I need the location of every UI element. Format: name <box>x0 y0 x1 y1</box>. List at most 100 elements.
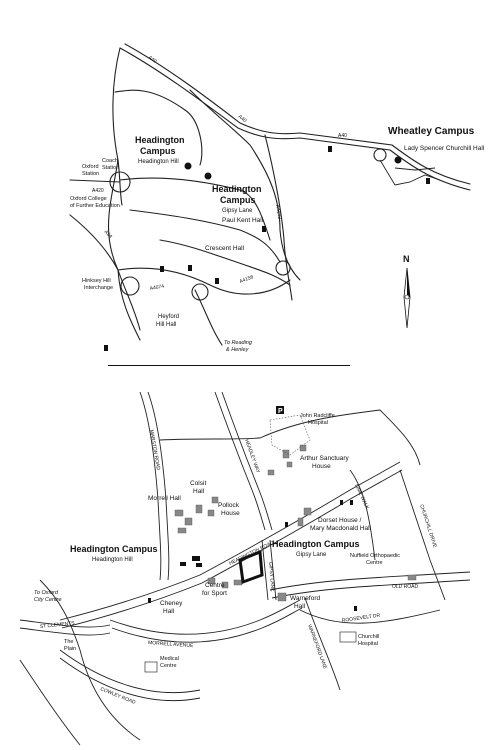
st-clements <box>19 619 111 628</box>
churchill-drive <box>399 469 446 601</box>
coach-station-label-2: Station <box>102 165 119 171</box>
gipsy-lane-marker <box>204 172 212 180</box>
cowley-link <box>117 267 291 295</box>
headley-way <box>214 391 266 531</box>
nuffield-label-2: Centre <box>366 560 383 566</box>
a34-south <box>117 269 141 341</box>
a40-ring-road <box>119 47 471 191</box>
headington-road-edge <box>61 469 403 629</box>
compass-icon: N <box>403 254 411 329</box>
dorset-label-1: Dorset House / <box>318 517 362 524</box>
compass-n-label: N <box>403 254 410 264</box>
parking-label: P <box>278 408 283 415</box>
cheney-label-2: Hall <box>163 608 175 615</box>
heyford-label-2: Hill Hall <box>156 322 176 328</box>
a40-ring-road-inner <box>124 43 471 185</box>
bus-stop-icon <box>148 598 151 603</box>
bus-stop-icon <box>340 500 343 505</box>
bus-stop-icon <box>262 226 266 232</box>
roosevelt-drive <box>299 609 441 624</box>
old-road-edge <box>271 579 471 599</box>
medical-label-2: Centre <box>160 663 177 669</box>
road-label-old-road: OLD ROAD <box>392 584 419 590</box>
plain-label-2: Plain <box>64 646 76 652</box>
morrell-avenue <box>109 599 301 635</box>
cheney-label-1: Cheney <box>160 600 183 607</box>
parking-icon <box>276 406 284 414</box>
warneford-lane <box>304 597 341 691</box>
bus-stop-icon <box>354 606 357 611</box>
rail-line <box>69 179 121 183</box>
nuffield-label-1: Nuffield Orthopaedic <box>350 553 400 559</box>
hinksey-label-1: Hinksey Hill <box>82 278 111 284</box>
gipsy-campus-label-2: Campus <box>220 195 256 205</box>
wheatley-campus-label: Wheatley Campus <box>388 126 475 137</box>
headington-campus-label-2: Campus <box>140 146 176 156</box>
bus-stop-icon <box>285 522 288 527</box>
lady-spencer-label: Lady Spencer Churchill Hall <box>404 145 485 152</box>
a4074-south <box>194 289 223 346</box>
john-radcliffe-label-2: Hospital <box>308 420 328 426</box>
gipsy-campus-label-1: Headington <box>212 184 262 194</box>
road-label-a40: A40 <box>147 55 158 65</box>
wheatley-marker <box>394 156 402 164</box>
roundabout-1 <box>109 171 131 193</box>
oxford-station-label-2: Station <box>82 171 99 177</box>
bus-stop-icon <box>160 266 164 272</box>
a4142-eastern <box>264 134 293 301</box>
cross-road-1 <box>119 177 271 241</box>
oxford-college-label-1: Oxford College <box>70 196 107 202</box>
road-label-st-clements: ST CLEMENTS <box>40 620 76 630</box>
gipsy-campus-outline <box>238 549 264 585</box>
road-label-a40: A40 <box>237 114 248 124</box>
bus-stop-icon <box>328 146 332 152</box>
buildings <box>174 444 417 602</box>
marston-road-edge <box>147 391 170 581</box>
warneford-label-2: Hall <box>294 603 306 610</box>
hinksey-label-2: Interchange <box>84 285 113 291</box>
plain-label-1: The <box>64 639 73 645</box>
road-label-lime-walk: LIME WALK <box>353 483 370 511</box>
campus-map: P John Radcliffe Hospital Arthur Sanctua… <box>19 391 471 746</box>
heyford-label-1: Heyford <box>158 314 179 320</box>
churchill-label-1: Churchill <box>358 634 379 640</box>
cowley-road-edge <box>59 657 201 702</box>
centre-sport-label-2: for Sport <box>202 590 227 597</box>
a4074 <box>69 214 119 271</box>
cross-road-3 <box>159 239 291 286</box>
oxford-college-label-2: of Further Education <box>70 203 120 209</box>
paul-kent-label: Paul Kent Hall <box>222 217 264 224</box>
a420-link <box>117 159 123 206</box>
colsit-label-1: Colsit <box>190 480 206 487</box>
john-radcliffe-outline <box>269 414 311 456</box>
headington-hill-label: Headington Hill <box>138 159 179 165</box>
road-label-roosevelt: ROOSEVELT DR <box>341 613 381 624</box>
road-label-morrell-avenue: MORRELL AVENUE <box>148 640 194 649</box>
road-label-a40: A40 <box>338 133 347 139</box>
centre-sport-label-1: Centre <box>205 582 225 589</box>
cross-road-2 <box>129 209 281 263</box>
city-centre-label-1: To Oxford <box>34 590 59 596</box>
pollock-label-1: Pollock <box>218 502 240 509</box>
bus-stop-icon <box>215 278 219 284</box>
bus-stop-icon <box>188 265 192 271</box>
cowley-road <box>59 649 201 694</box>
road-label-marston-road: MARSTON ROAD <box>148 429 161 471</box>
headington-campus-label-1: Headington <box>135 135 185 145</box>
northern-road <box>159 409 421 466</box>
morrell-hall-label: Morrell Hall <box>148 495 181 502</box>
crescent-hall-label: Crescent Hall <box>205 245 245 252</box>
morrell-avenue-edge <box>111 607 303 643</box>
roundabout-2 <box>120 276 140 296</box>
headington-hill-campus-sub: Headington Hill <box>92 557 133 563</box>
marston-road <box>139 391 162 581</box>
arthur-sanctuary-label-1: Arthur Sanctuary <box>300 455 350 462</box>
coach-station-label-1: Coach <box>102 158 118 164</box>
john-radcliffe-label-1: John Radcliffe <box>300 413 335 419</box>
reading-label-2: & Henley <box>226 347 250 353</box>
gipsy-lane-road <box>261 539 269 601</box>
headington-road <box>59 461 401 621</box>
gipsy-campus-title: Headington Campus <box>272 539 360 549</box>
reading-label-1: To Reading <box>224 340 253 346</box>
